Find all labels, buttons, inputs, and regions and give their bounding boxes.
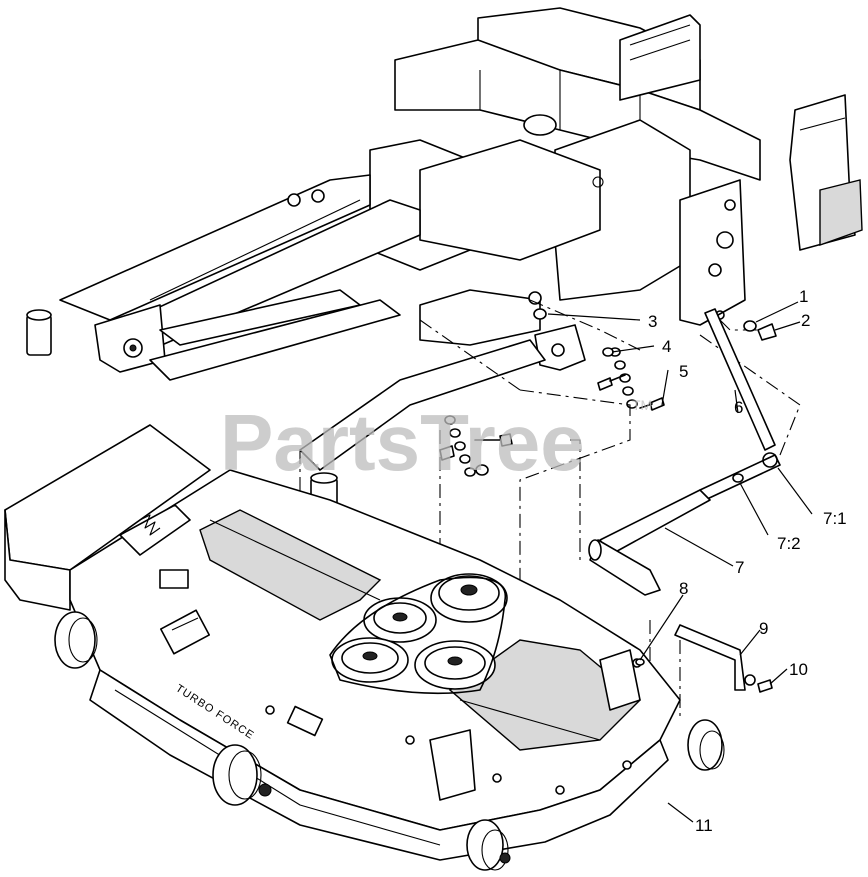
hardware-parts: [439, 308, 781, 693]
callout-2: 2: [801, 311, 810, 330]
callout-9: 9: [759, 619, 768, 638]
anti-scalp-wheels: [54, 611, 725, 871]
callout-7: 7: [735, 558, 744, 577]
chassis-frame: [26, 7, 863, 519]
callout-5: 5: [679, 362, 688, 381]
callout-10: 10: [789, 660, 808, 679]
watermark-trademark: TM: [632, 397, 652, 413]
callout-11: 11: [695, 816, 713, 835]
callout-8: 8: [679, 579, 688, 598]
callout-leaders: [547, 301, 813, 823]
callout-7-1: 7:1: [823, 509, 847, 528]
mower-deck: TURBO FORCE: [4, 424, 681, 861]
callout-6: 6: [734, 398, 743, 417]
callout-7-2: 7:2: [777, 534, 801, 553]
watermark-text: PartsTree: [220, 398, 585, 487]
callout-3: 3: [648, 312, 657, 331]
callout-1: 1: [799, 287, 808, 306]
callout-4: 4: [662, 337, 671, 356]
watermark: PartsTree TM: [220, 397, 652, 487]
callouts: 1 2 3 4 5 6 7:1 7:2 7 8 9 10 11: [648, 287, 847, 835]
